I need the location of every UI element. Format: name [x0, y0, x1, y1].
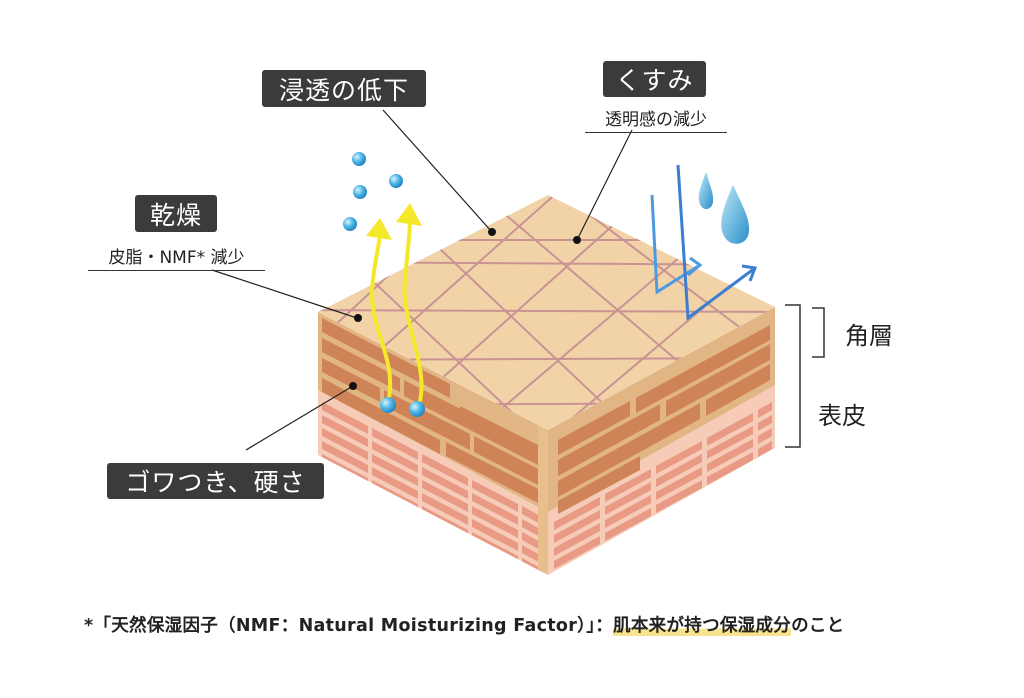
leader-dot [354, 314, 362, 322]
light-reflection-arrows [650, 164, 758, 321]
label-penetration: 浸透の低下 [262, 70, 426, 107]
label-epidermis: 表皮 [818, 402, 866, 430]
footnote: *「天然保湿因子（NMF：Natural Moisturizing Factor… [84, 612, 844, 637]
epidermis-bricks-right [554, 402, 772, 575]
label-dullness: くすみ [603, 61, 706, 97]
water-drop-icon [721, 185, 750, 244]
moisture-droplet [352, 152, 366, 166]
leader-dot [488, 228, 496, 236]
arrow-head-icon [396, 203, 422, 226]
footnote-tail: のこと [791, 616, 845, 636]
leader-dot [349, 382, 357, 390]
footnote-highlight: 肌本来が持つ保湿成分 [613, 616, 792, 636]
footnote-main: *「天然保湿因子（NMF：Natural Moisturizing Factor… [84, 616, 614, 636]
moisture-droplet [343, 217, 357, 231]
right-face [548, 307, 775, 575]
stratum-corneum-bricks-right [558, 325, 770, 514]
label-roughness: ゴワつき、硬さ [107, 463, 324, 499]
epidermis-bracket [785, 304, 801, 448]
label-stratum-corneum: 角層 [845, 322, 893, 350]
leader-dot [573, 236, 581, 244]
moisture-escape-arrows [369, 217, 424, 409]
water-drop-icon [698, 172, 714, 210]
left-face [318, 312, 548, 575]
moisture-droplet [353, 185, 367, 199]
label-dryness: 乾燥 [135, 195, 217, 232]
label-dryness-sub: 皮脂・NMF* 減少 [88, 243, 265, 271]
epidermis-bricks-left [322, 402, 544, 575]
moisture-droplet [409, 401, 425, 417]
moisture-droplet [389, 174, 403, 188]
arrow-head-icon [366, 218, 392, 240]
moisture-droplet [380, 397, 396, 413]
label-dullness-sub: 透明感の減少 [585, 105, 727, 133]
leader-lines [211, 109, 633, 451]
stratum-corneum-bracket [812, 307, 825, 358]
